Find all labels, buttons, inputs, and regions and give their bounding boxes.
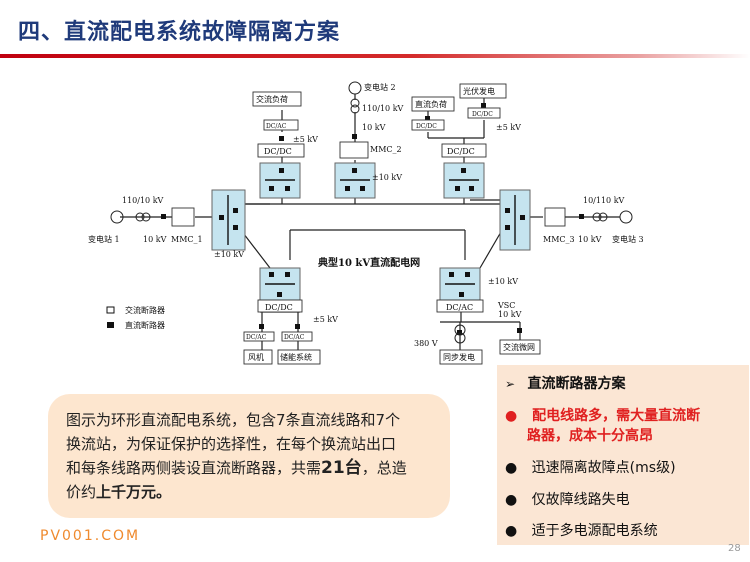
dc-distribution-diagram: 交流负荷 DC/AC ±5 kV DC/DC 变电站 2 110/10 kV 1… [88, 81, 644, 365]
bullet-icon: ● [505, 460, 518, 476]
title-rule [0, 54, 750, 58]
total-cost: 上千万元。 [96, 483, 172, 501]
svg-text:10/110 kV: 10/110 kV [583, 196, 625, 205]
bullet-icon: ● [505, 523, 518, 539]
panel-item-cost: ● 配电线路多，需大量直流断 [505, 408, 701, 424]
label-pv: 光伏发电 [463, 86, 495, 96]
label-wind: 风机 [248, 352, 264, 362]
svg-text:10 kV: 10 kV [578, 235, 602, 244]
svg-text:380 V: 380 V [414, 339, 438, 348]
svg-text:10 kV: 10 kV [362, 123, 386, 132]
panel-item-fault-line: ● 仅故障线路失电 [505, 492, 630, 508]
svg-text:±5 kV: ±5 kV [496, 123, 521, 132]
svg-text:VSC: VSC [497, 301, 515, 310]
svg-text:110/10 kV: 110/10 kV [122, 196, 164, 205]
svg-text:DC/AC: DC/AC [266, 123, 287, 130]
svg-text:±10 kV: ±10 kV [488, 277, 518, 286]
page-number: 28 [728, 543, 741, 554]
svg-text:±10 kV: ±10 kV [214, 250, 244, 259]
label-ac-microgrid: 交流微网 [503, 342, 535, 352]
bullet-icon: ● [505, 408, 518, 424]
svg-text:110/10 kV: 110/10 kV [362, 104, 404, 113]
svg-text:DC/AC: DC/AC [246, 334, 267, 341]
svg-text:DC/AC: DC/AC [446, 303, 473, 312]
svg-text:±5 kV: ±5 kV [293, 135, 318, 144]
svg-text:DC/DC: DC/DC [265, 303, 293, 312]
svg-text:DC/DC: DC/DC [472, 111, 493, 118]
breaker-count: 21台 [321, 458, 362, 478]
label-substation1: 变电站 1 [88, 234, 120, 244]
label-mmc1: MMC_1 [171, 235, 203, 244]
svg-text:10 kV: 10 kV [498, 310, 522, 319]
svg-text:±10 kV: ±10 kV [372, 173, 402, 182]
panel-item-multi-source: ● 适于多电源配电系统 [505, 523, 658, 539]
panel-item-isolation: ● 迅速隔离故障点(ms级) [505, 460, 676, 476]
label-substation3: 变电站 3 [612, 234, 644, 244]
legend-ac-breaker: 交流断路器 [125, 305, 165, 315]
svg-text:10 kV: 10 kV [143, 235, 167, 244]
bullet-icon: ● [505, 492, 518, 508]
panel-heading: ➢ 直流断路器方案 [505, 376, 626, 392]
description-callout: 图示为环形直流配电系统，包含7条直流线路和7个 换流站，为保证保护的选择性，在每… [48, 394, 450, 518]
label-sync-gen: 同步发电 [443, 352, 475, 362]
callout-line-2: 换流站，为保证保护的选择性，在每个换流站出口 [66, 435, 397, 453]
diagram-center-label: 典型10 kV直流配电网 [318, 256, 420, 269]
label-mmc3: MMC_3 [543, 235, 575, 244]
label-mmc2: MMC_2 [370, 145, 402, 154]
svg-text:DC/DC: DC/DC [264, 147, 292, 156]
svg-text:±5 kV: ±5 kV [313, 315, 338, 324]
legend-ac-breaker-icon [106, 306, 115, 314]
arrow-bullet-icon: ➢ [505, 377, 516, 391]
watermark: PV001.COM [40, 528, 141, 544]
scheme-panel: ➢ 直流断路器方案 ● 配电线路多，需大量直流断 路器，成本十分高昂 ● 迅速隔… [497, 365, 749, 545]
svg-text:DC/DC: DC/DC [416, 123, 437, 130]
slide-title: 四、直流配电系统故障隔离方案 [18, 20, 341, 45]
label-storage: 储能系统 [280, 352, 312, 362]
callout-line-4: 价约上千万元。 [66, 483, 172, 501]
svg-text:DC/AC: DC/AC [284, 334, 305, 341]
legend-dc-breaker: 直流断路器 [125, 320, 165, 330]
callout-line-3: 和每条线路两侧装设直流断路器，共需21台，总造 [66, 458, 407, 478]
label-dc-load: 直流负荷 [415, 99, 447, 109]
label-substation2: 变电站 2 [364, 82, 396, 92]
svg-text:DC/DC: DC/DC [447, 147, 475, 156]
callout-line-1: 图示为环形直流配电系统，包含7条直流线路和7个 [66, 411, 401, 429]
panel-item-cost-cont: 路器，成本十分高昂 [527, 428, 653, 444]
legend-dc-breaker-icon [107, 322, 114, 328]
label-ac-load: 交流负荷 [256, 94, 288, 104]
